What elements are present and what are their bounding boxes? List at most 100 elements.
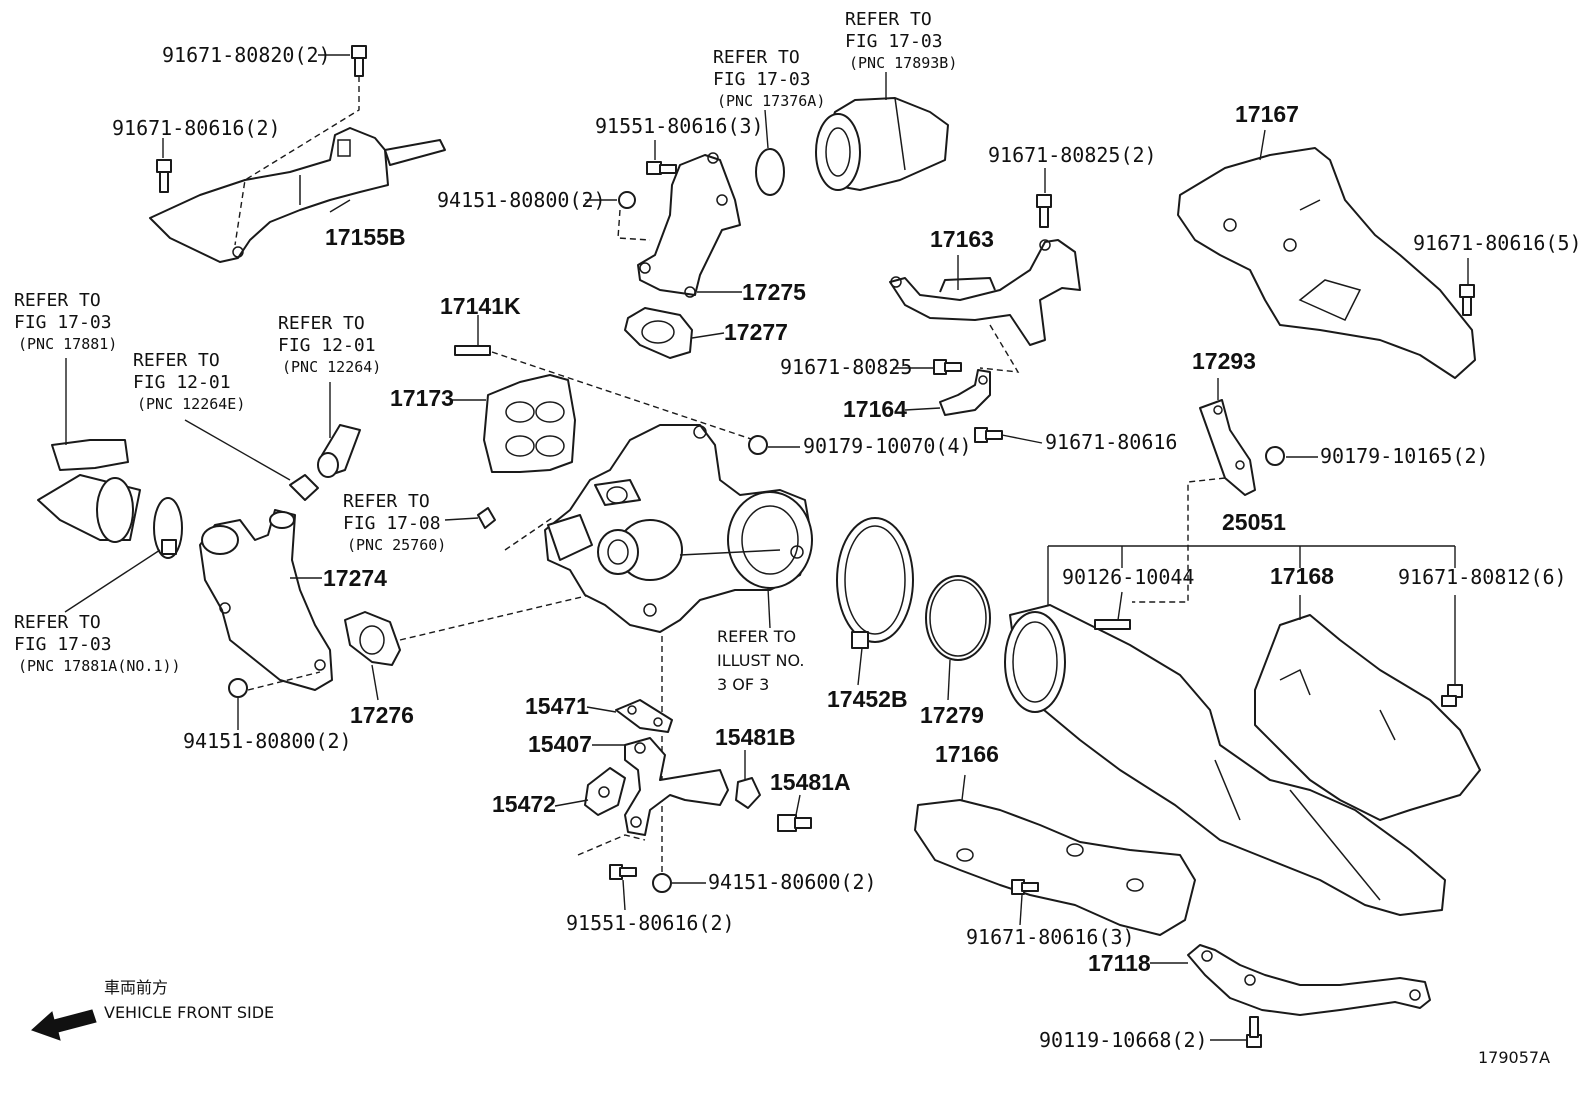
part-label: 91671-80820(2) [162,43,331,67]
bolt-icon [351,45,367,77]
stud-icon [1094,619,1131,630]
bracket-17163 [889,239,1081,346]
refer-line2: FIG 17-03 [14,634,112,655]
direction-jp-label: 車両前方 [104,978,168,997]
refer-line3: (PNC 17881A(NO.1)) [18,657,181,675]
part-label: 17118 [1088,950,1151,976]
refer-line2: FIG 12-01 [278,335,376,356]
refer-note-r3: REFER TO FIG 17-03 (PNC 17881) [14,290,117,353]
nut-icon [652,873,672,893]
bolt-icon [1036,194,1052,228]
bolt-icon [156,159,172,193]
part-label: 15481B [715,724,796,750]
part-label: 17166 [935,741,999,767]
refer-note-r4: REFER TO FIG 12-01 (PNC 12264E) [133,350,245,413]
gasket-17173 [483,374,576,473]
heat-insulator-17166 [914,799,1196,936]
part-label: 17173 [390,385,454,411]
vehicle-front-indicator: 車両前方 VEHICLE FRONT SIDE [31,978,274,1041]
refer-line2: ILLUST NO. [717,651,804,670]
part-label: 17163 [930,226,994,252]
refer-line3: (PNC 12264E) [137,395,245,413]
gasket-ring-icon [755,148,785,196]
part-label: 17275 [742,279,806,305]
part-label: 91671-80825(2) [988,143,1157,167]
bracket-17293 [1199,399,1256,496]
bracket-17164 [939,369,991,416]
gasket-17277 [624,307,693,359]
part-label: 90179-10165(2) [1320,444,1489,468]
arrow-left-icon [31,1009,97,1041]
part-label: 17452B [827,686,908,712]
part-label: 17293 [1192,348,1256,374]
heat-insulator-17168 [1254,614,1481,821]
part-label: 17155B [325,224,406,250]
part-label: 25051 [1222,509,1286,535]
refer-line3: (PNC 25760) [347,536,446,554]
figure-id: 179057A [1478,1048,1550,1067]
part-label: 17274 [323,565,387,591]
part-label: 17164 [843,396,907,422]
part-label: 90179-10070(4) [803,434,972,458]
bolt-icon [609,864,637,880]
refer-line2: FIG 12-01 [133,372,231,393]
nut-icon [228,678,248,698]
heat-insulator-17155b [149,127,446,263]
connector-12264e [289,474,319,501]
part-label: 17277 [724,319,788,345]
refer-line3: (PNC 17376A) [717,92,825,110]
part-label: 90126-10044 [1062,565,1194,589]
part-label: 91671-80812(6) [1398,565,1567,589]
refer-line1: REFER TO [343,491,430,512]
clamp-icon [153,497,183,559]
refer-line3: (PNC 12264) [282,358,381,376]
refer-line1: REFER TO [278,313,365,334]
refer-line1: REFER TO [14,612,101,633]
part-label: 91671-80616(2) [112,116,281,140]
bolt-icon [1011,879,1039,895]
part-label: 90119-10668(2) [1039,1028,1208,1052]
bolt-15481a [777,814,812,832]
refer-line1: REFER TO [14,290,101,311]
hose-25760 [477,507,496,529]
bolt-icon [646,161,677,175]
part-label: 91671-80825 [780,355,912,379]
part-label: 17168 [1270,563,1334,589]
bolt-icon [1459,284,1475,316]
part-label: 91671-80616 [1045,430,1177,454]
hose-12264 [317,424,361,478]
refer-note-r2: REFER TO FIG 17-03 (PNC 17376A) [713,47,825,110]
refer-line2: FIG 17-03 [14,312,112,333]
part-label: 94151-80800(2) [183,729,352,753]
part-label: 15481A [770,769,851,795]
part-label: 94151-80600(2) [708,870,877,894]
refer-line3: 3 OF 3 [717,675,769,694]
refer-line2: FIG 17-08 [343,513,441,534]
part-label: 15472 [492,791,556,817]
refer-line2: FIG 17-03 [845,31,943,52]
stud-icon [454,345,491,356]
refer-line2: FIG 17-03 [713,69,811,90]
bolt-icon [974,427,1003,443]
part-label: 15407 [528,731,592,757]
part-label: 17276 [350,702,414,728]
gasket-17279 [925,575,991,661]
nut-icon [1265,446,1285,466]
clamp-17452b [836,517,914,649]
bolt-icon [933,359,962,375]
pipe-17275 [637,152,741,298]
gasket-15472 [584,767,626,816]
part-label: 91671-80616(5) [1413,231,1582,255]
part-label: 91551-80616(3) [595,114,764,138]
catalyst-converter-17893b [815,97,949,191]
refer-line1: REFER TO [713,47,800,68]
refer-line1: REFER TO [717,627,796,646]
refer-line1: REFER TO [133,350,220,371]
direction-en-label: VEHICLE FRONT SIDE [104,1003,274,1022]
part-label: 91671-80616(3) [966,925,1135,949]
part-label: 91551-80616(2) [566,911,735,935]
part-label: 94151-80800(2) [437,188,606,212]
gasket-15481b [735,777,761,809]
part-label: 17141K [440,293,521,319]
